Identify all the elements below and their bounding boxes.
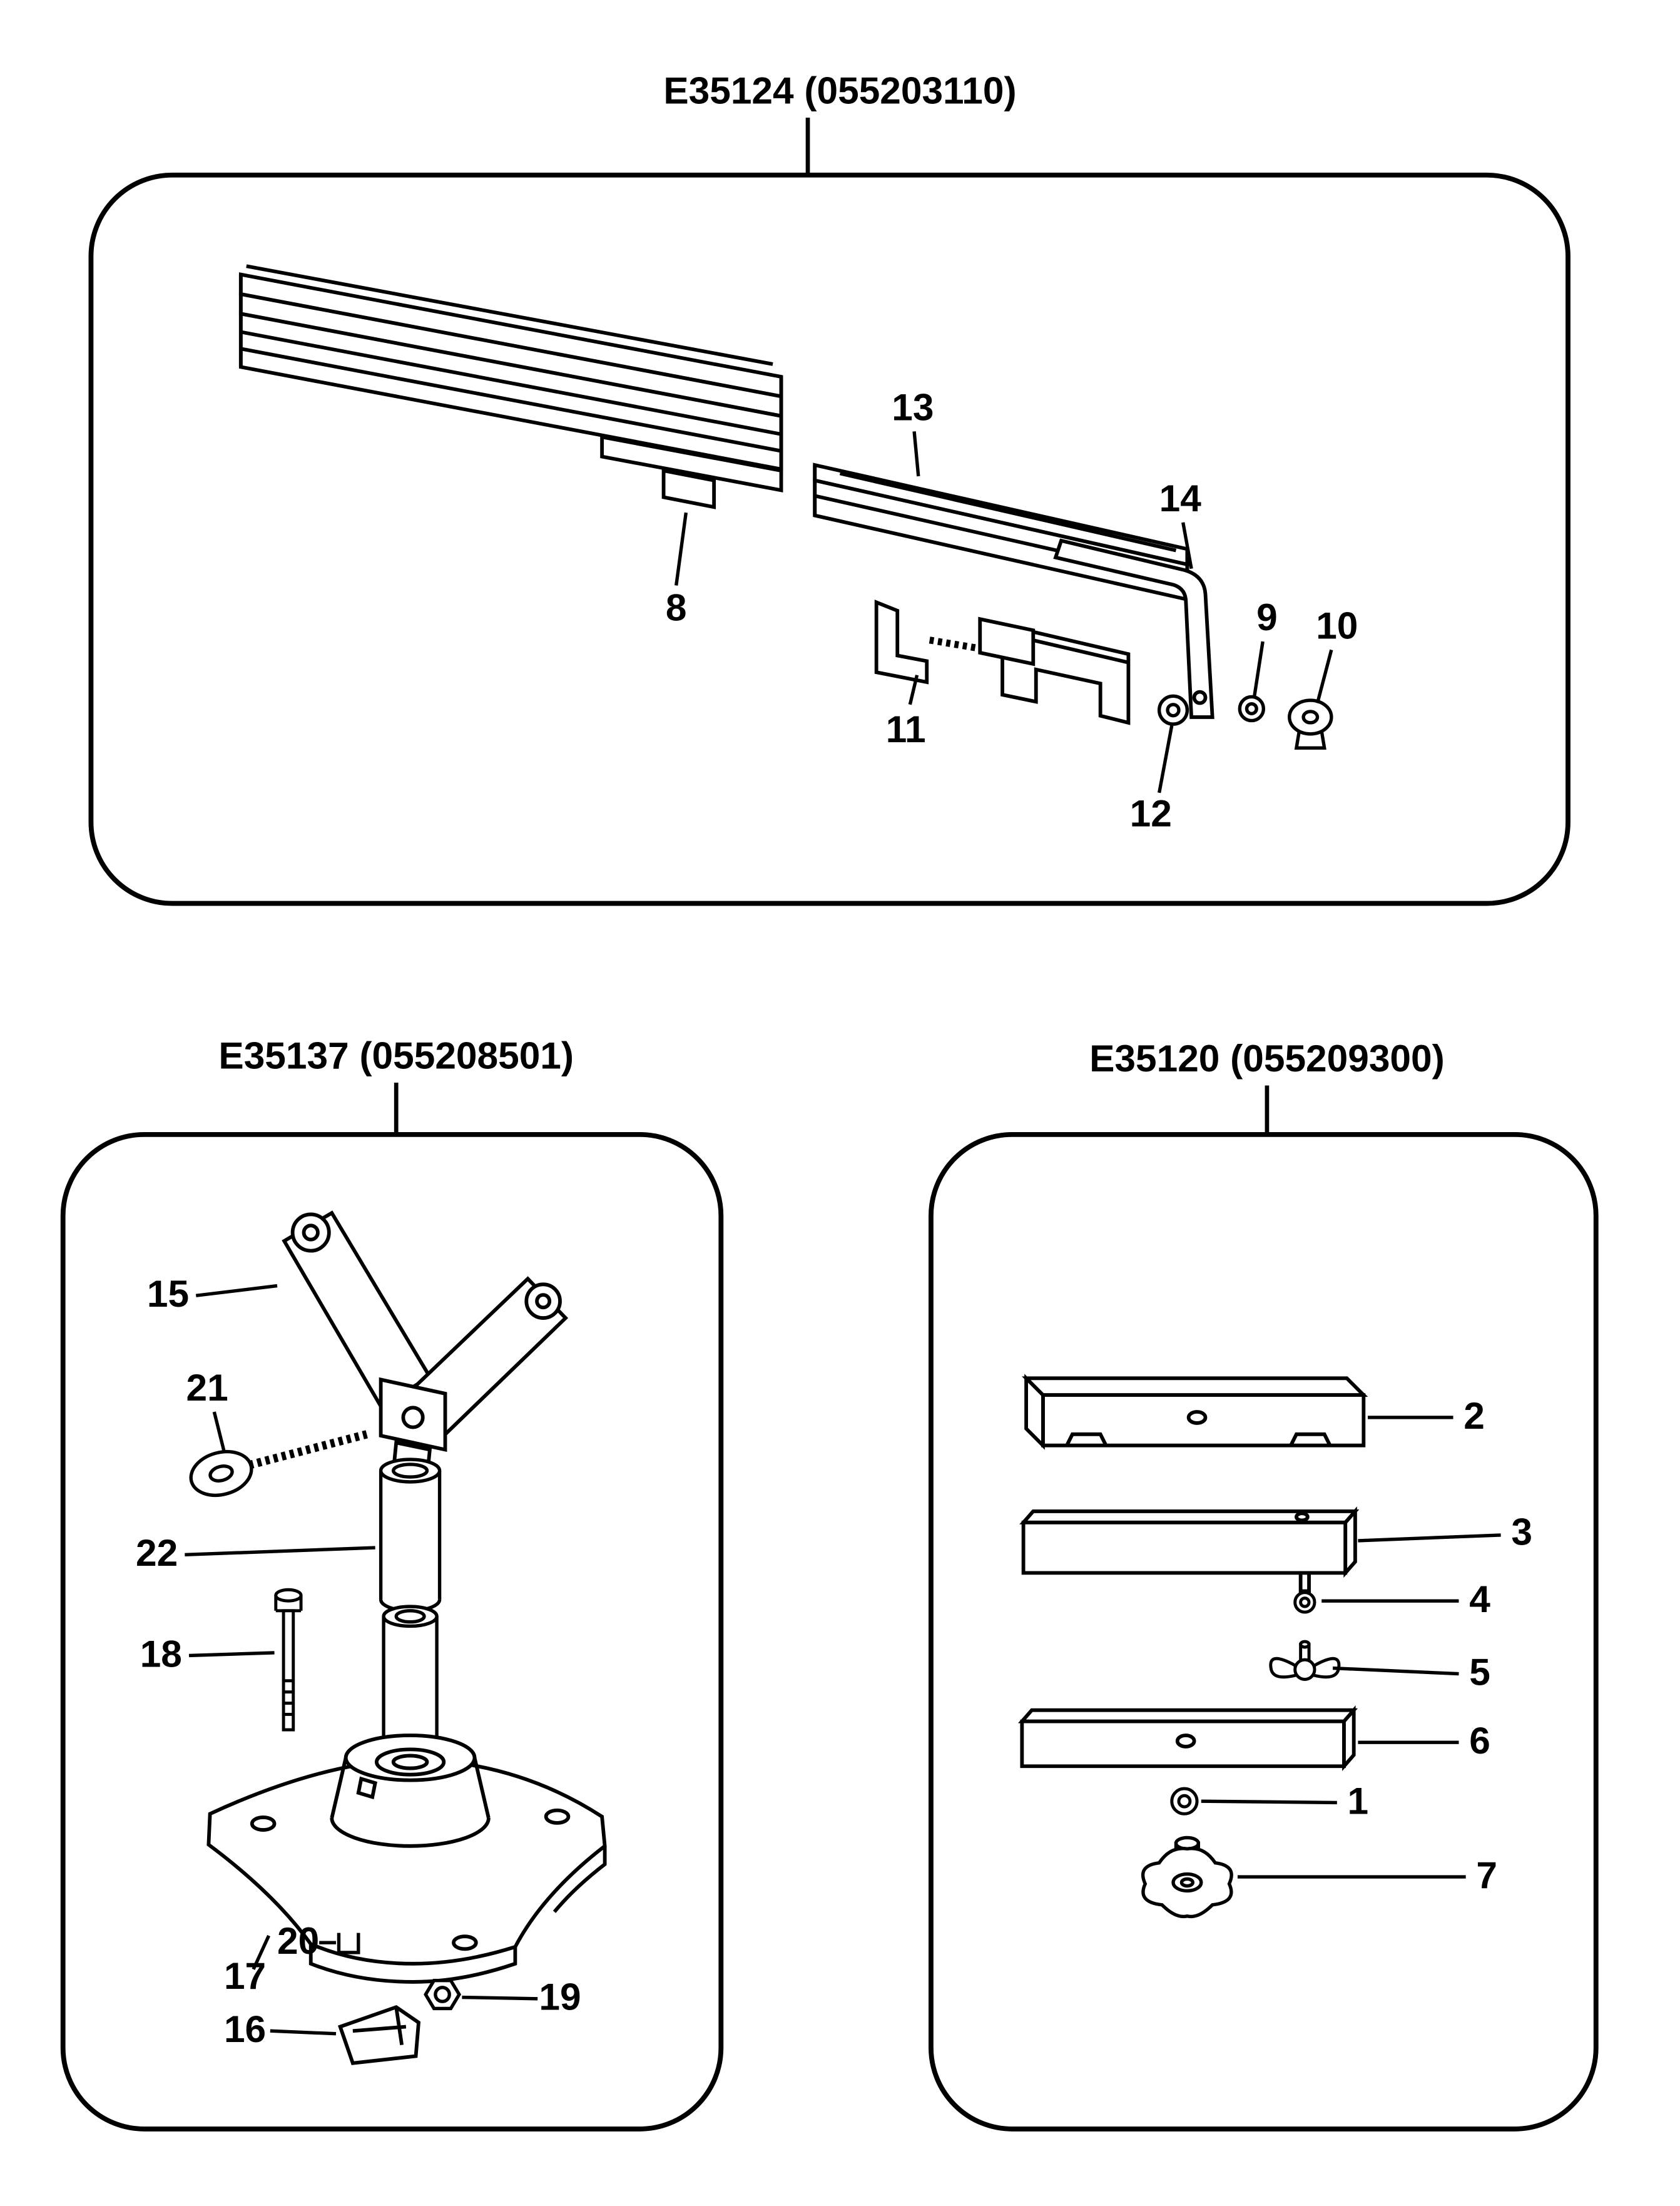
panel-e35124: E35124 (055203110)	[88, 69, 1571, 906]
nut-drawing	[424, 1978, 462, 2011]
panel-box-e35124	[88, 172, 1571, 906]
part-callout-16: 16	[224, 2008, 266, 2050]
part-callout-14: 14	[1159, 477, 1202, 519]
hinge-head-drawing	[282, 1210, 569, 1480]
panel-title-e35124: E35124 (055203110)	[663, 69, 1016, 112]
part-callout-17: 17	[224, 1954, 266, 1997]
part-callout-22: 22	[136, 1531, 178, 1574]
washer-12-drawing	[1157, 694, 1189, 726]
part-callout-6: 6	[1469, 1719, 1490, 1762]
callout-leaders-e35120	[1201, 1416, 1501, 1879]
panel-title-e35137: E35137 (055208501)	[218, 1034, 574, 1077]
callout-leaders-e35124	[675, 431, 1333, 794]
part-callout-4: 4	[1469, 1578, 1490, 1620]
part-callout-18: 18	[140, 1632, 182, 1675]
bolt-drawing	[274, 1588, 303, 1732]
part-callout-19: 19	[539, 1976, 581, 2018]
panel-e35120: E35120 (055209300)	[929, 1037, 1599, 2132]
part-callout-7: 7	[1476, 1854, 1497, 1896]
panel-title-e35120: E35120 (055209300)	[1089, 1037, 1445, 1080]
part-callout-9: 9	[1256, 596, 1278, 638]
part-callout-15: 15	[147, 1272, 189, 1315]
part-callout-2: 2	[1464, 1394, 1485, 1437]
part-callout-12: 12	[1130, 792, 1172, 834]
foot-drawing	[338, 2004, 421, 2065]
panel-e35137: E35137 (055208501)	[60, 1034, 724, 2132]
clamp-bracket-drawing	[874, 600, 1036, 685]
part-callout-3: 3	[1511, 1511, 1532, 1553]
bar-6-drawing	[1017, 1705, 1358, 1771]
part-callout-20: 20	[277, 1919, 319, 1962]
bracket-drawing	[1053, 538, 1214, 719]
rail-extrusion-drawing	[238, 264, 783, 509]
wing-knob-drawing	[189, 1430, 368, 1498]
washer-1-drawing	[1170, 1787, 1199, 1815]
part-callout-21: 21	[186, 1366, 228, 1409]
knob-10-drawing	[1288, 698, 1333, 750]
callout-leaders-e35137	[185, 1284, 538, 2036]
bar-2-drawing	[1022, 1374, 1368, 1450]
knob-7-drawing	[1141, 1836, 1233, 1919]
part-callout-8: 8	[666, 586, 687, 628]
part-callout-13: 13	[892, 386, 934, 428]
wing-nut-drawing	[1269, 1640, 1341, 1681]
part-callout-10: 10	[1316, 605, 1358, 647]
part-callout-5: 5	[1469, 1650, 1490, 1693]
base-plate-drawing	[206, 1734, 607, 1984]
part-callout-1: 1	[1348, 1779, 1369, 1822]
fence-rail-drawing	[813, 462, 1189, 602]
clip-drawing	[337, 1933, 360, 1954]
panel-box-e35120	[929, 1131, 1599, 2132]
part-callout-11: 11	[886, 708, 926, 750]
nut-4-drawing	[1293, 1591, 1316, 1614]
panel-box-e35137	[60, 1131, 724, 2132]
spacer-tubes-drawing	[379, 1458, 442, 1762]
bar-3-drawing	[1019, 1506, 1360, 1593]
washer-9-drawing	[1238, 695, 1266, 723]
